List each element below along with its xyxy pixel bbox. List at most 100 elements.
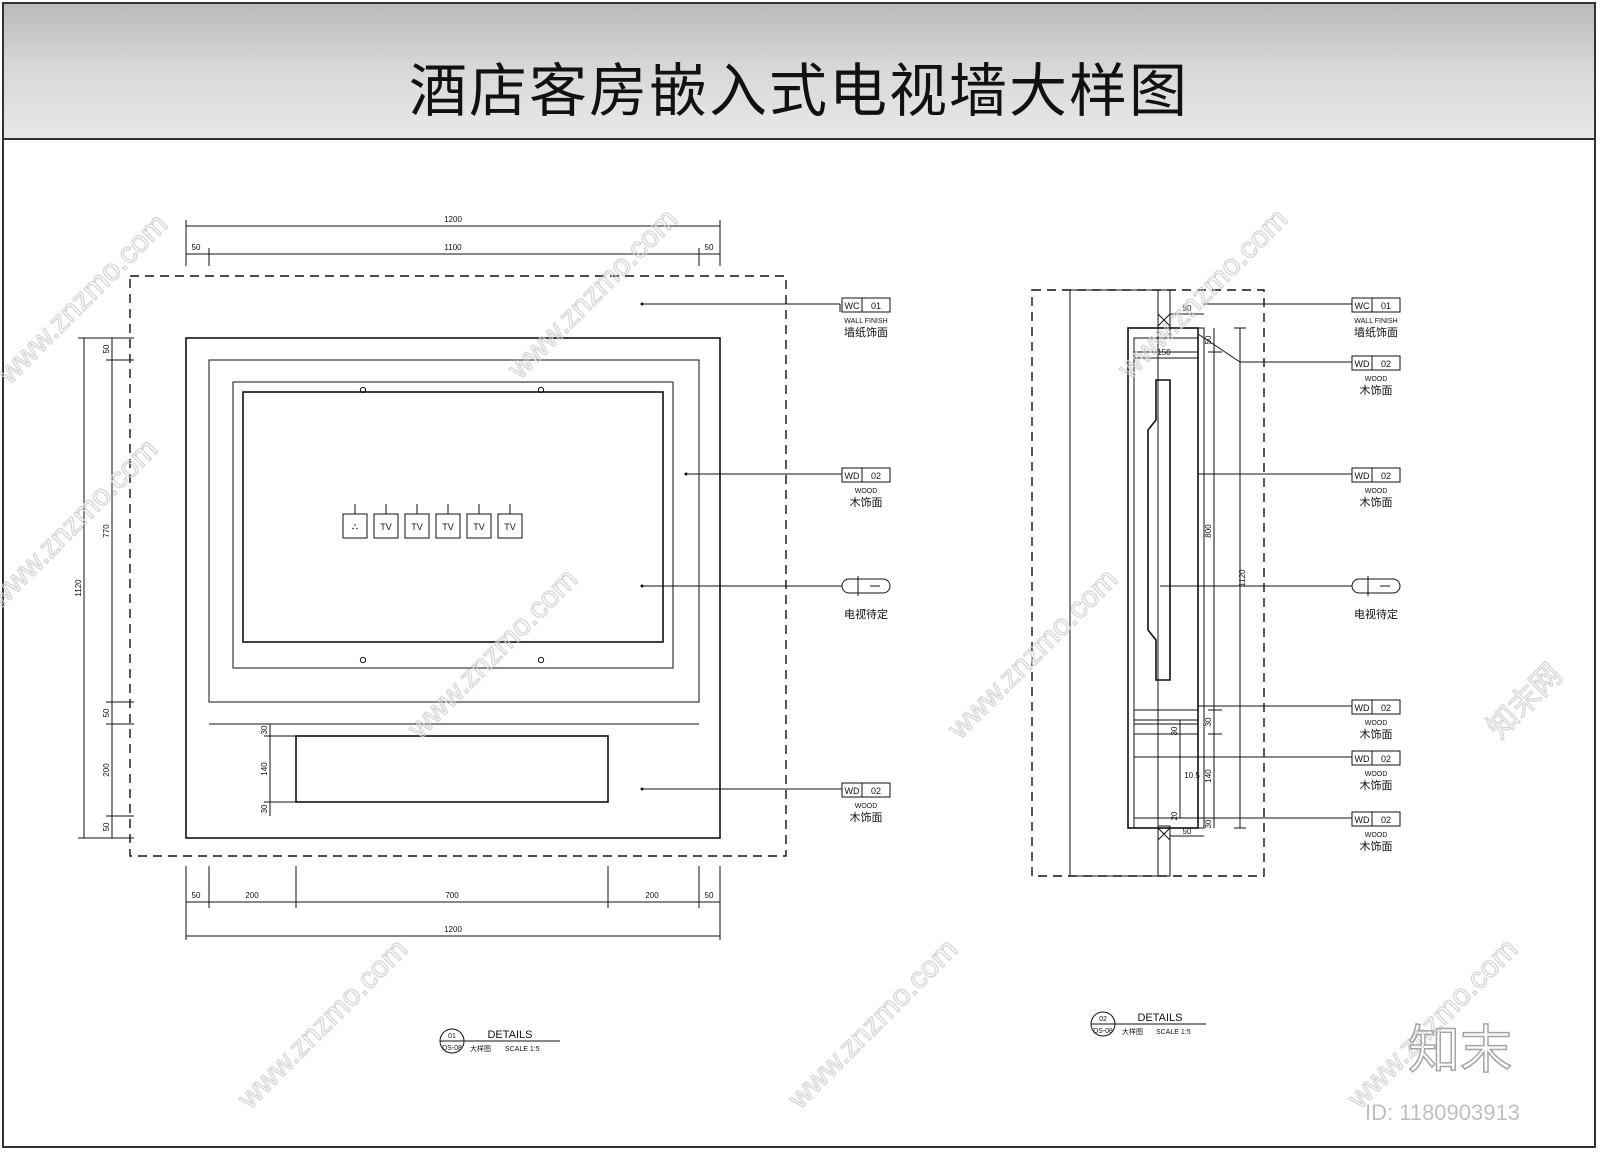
dim-section-140: 140: [1204, 769, 1213, 783]
watermark-text: www.znzmo.com: [231, 932, 414, 1115]
tv-outlet-label: TV: [473, 522, 485, 532]
tv-outlet-label: TV: [380, 522, 392, 532]
tag-en: WOOD: [855, 803, 878, 810]
tag-code: WC: [845, 301, 860, 311]
dim-inner-140: 140: [260, 762, 269, 776]
dim-left-50-mid: 50: [102, 708, 111, 717]
tag-cn: 木饰面: [1360, 839, 1393, 853]
dim-bot-200-right: 200: [645, 891, 659, 900]
tag-num: 02: [1381, 703, 1391, 713]
elevation-material-tags: WC 01 WALL FINISH 墙纸饰面 WD 02 WOOD 木饰面 电视…: [640, 297, 891, 824]
tv-outlet-icon: [404, 513, 430, 539]
tag-en: WALL FINISH: [844, 318, 887, 325]
tag-num-box: [861, 297, 891, 313]
fixing-point: [537, 386, 545, 394]
tag-code: WD: [1355, 471, 1370, 481]
dim-section-800: 800: [1204, 524, 1213, 538]
lower-recess: [295, 735, 609, 803]
tag-en: WALL FINISH: [1354, 318, 1397, 325]
cabinet-outline: [1127, 327, 1199, 829]
elevation-left-dimensions: 1120 50 770 50 200 50 30 140 30: [74, 337, 296, 839]
dim-bot-50-right: 50: [705, 891, 714, 900]
elevation-detail-label: 01 DS-08 DETAILS 大样图 SCALE 1:5: [439, 1028, 560, 1054]
watermark-text: www.znzmo.com: [0, 207, 174, 390]
outlet-row: ∴ TV TV TV TV TV: [342, 504, 523, 539]
section-material-tags: WC 01 WALL FINISH 墙纸饰面 WD 02 WOOD 木饰面 WD…: [1134, 297, 1401, 853]
title-bar: 酒店客房嵌入式电视墙大样图: [2, 2, 1596, 140]
dim-section-10-5: 10.5: [1184, 771, 1200, 780]
tv-pending-symbol-icon: [841, 578, 891, 594]
dim-left-200: 200: [102, 763, 111, 777]
tag-num: 01: [1381, 301, 1391, 311]
tv-outlet-label: TV: [442, 522, 454, 532]
tag-cn: 木饰面: [850, 495, 883, 509]
tag-num: 02: [1381, 359, 1391, 369]
detail-number: 01: [448, 1033, 456, 1040]
dim-section-30-c: 30: [1204, 819, 1213, 828]
tag-en: WOOD: [1365, 376, 1388, 383]
tag-cn: 木饰面: [850, 810, 883, 824]
elevation-bottom-dimensions: 50 200 700 200 50 1200: [185, 866, 721, 940]
tag-num: 02: [871, 471, 881, 481]
dim-left-total: 1120: [74, 579, 83, 597]
tag-en: WOOD: [1365, 720, 1388, 727]
tag-code: WD: [1355, 359, 1370, 369]
dim-section-50-top: 50: [1183, 304, 1192, 313]
dim-bot-200-left: 200: [245, 891, 259, 900]
tag-en: WOOD: [1365, 771, 1388, 778]
wood-panel-inner: [208, 359, 700, 703]
fixing-point: [537, 656, 545, 664]
dim-section-150: 150: [1157, 348, 1171, 357]
dim-inner-30-top: 30: [260, 725, 269, 734]
dim-left-50-bot: 50: [102, 822, 111, 831]
dim-top-right: 50: [705, 243, 714, 252]
tv-niche-frame: [232, 381, 674, 669]
tag-code: WD: [1355, 754, 1370, 764]
tag-code: WD: [1355, 815, 1370, 825]
dim-top-left: 50: [192, 243, 201, 252]
elevation-top-dimensions: 1200 50 1100 50: [185, 215, 721, 266]
detail-sheet: DS-08: [1093, 1028, 1113, 1035]
tag-code: WD: [845, 786, 860, 796]
watermark-text: www.znzmo.com: [401, 562, 584, 745]
dim-bot-700: 700: [445, 891, 459, 900]
tag-cn: 墙纸饰面: [844, 325, 888, 339]
watermark-text: www.znzmo.com: [781, 932, 964, 1115]
detail-scale: SCALE 1:5: [505, 1046, 540, 1053]
dim-top-total: 1200: [444, 215, 462, 224]
power-socket-symbol: ∴: [352, 522, 358, 532]
front-wood-panel: [1197, 327, 1205, 829]
tag-en: WOOD: [1365, 832, 1388, 839]
tag-en: WOOD: [1365, 488, 1388, 495]
tv-screen-area: [242, 391, 664, 643]
dim-top-mid: 1100: [444, 243, 462, 252]
tv-pending-note: 电视待定: [1354, 607, 1398, 621]
tv-outlet-label: TV: [504, 522, 516, 532]
dim-section-50-right: 50: [1204, 335, 1213, 344]
watermark-text: www.znzmo.com: [501, 202, 684, 385]
tag-cn: 木饰面: [1360, 495, 1393, 509]
cabinet-mid-board: [1133, 709, 1199, 721]
watermark-text: 知末网: [1482, 658, 1569, 745]
tag-cn: 木饰面: [1360, 778, 1393, 792]
tag-cn: 木饰面: [1360, 727, 1393, 741]
tag-num: 02: [1381, 815, 1391, 825]
elevation-view: ∴ TV TV TV TV TV: [74, 215, 891, 1054]
elevation-wallpaper-boundary: [129, 275, 787, 857]
wood-panel-outer: [185, 337, 721, 839]
tag-cn: 木饰面: [1360, 383, 1393, 397]
section-dimensions: 50 150 50 800 30 140 30 1120 30 10.5: [1134, 304, 1247, 837]
dim-left-770: 770: [102, 524, 111, 538]
tag-num-box: [861, 467, 891, 483]
tag-code: WC: [1355, 301, 1370, 311]
tv-outlet-label: TV: [411, 522, 423, 532]
dim-section-20: 20: [1170, 811, 1179, 820]
drawing-frame: [2, 140, 1596, 1148]
tv-profile: [1147, 379, 1171, 681]
tv-pending-symbol-icon: [1351, 578, 1401, 594]
tv-outlet-icon: [373, 513, 399, 539]
brand-logo: 知末: [1408, 1021, 1512, 1081]
concrete-wall-hatch: [1069, 289, 1159, 877]
